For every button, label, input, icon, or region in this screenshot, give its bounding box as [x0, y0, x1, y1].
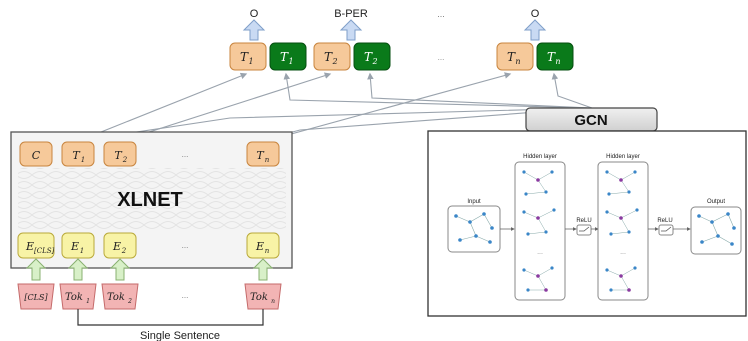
xlnet-bottom-token-n	[246, 232, 280, 259]
output-token-orange-2	[313, 42, 351, 71]
svg-text:Tok: Tok	[107, 292, 125, 303]
gcn-hidden2-dots: ...	[620, 249, 626, 256]
output-token-green-2-sub: 2	[371, 57, 377, 66]
gcn-hidden1-label: Hidden layer	[523, 154, 557, 160]
output-token-ellipsis: ...	[438, 53, 445, 62]
output-token-orange-1-sub: 1	[248, 57, 253, 66]
gcn-hidden2-box	[597, 161, 649, 301]
svg-text:n: n	[265, 247, 270, 255]
gcn-relu2-box	[658, 224, 674, 236]
xlnet-top-token-c	[19, 141, 53, 167]
svg-text:T: T	[114, 149, 123, 162]
svg-text:2: 2	[122, 156, 128, 164]
output-token-green-1-sub: 1	[288, 57, 293, 66]
svg-text:n: n	[271, 298, 275, 305]
output-token-orange-2-sub: 2	[331, 57, 337, 66]
gcn-panel: Input Hidden layer ...	[427, 130, 747, 317]
svg-text:E: E	[255, 240, 264, 253]
up-arrow-icon	[242, 19, 266, 41]
up-arrow-icon	[339, 19, 363, 41]
svg-text:[CLS]: [CLS]	[34, 247, 55, 255]
gcn-hidden1-dots: ...	[537, 249, 543, 256]
svg-text:1: 1	[80, 247, 84, 255]
gcn-label: GCN	[574, 112, 607, 129]
up-arrow-icon	[67, 258, 89, 281]
output-token-orange-1	[229, 42, 267, 71]
sentence-bracket: Single Sentence	[77, 309, 264, 341]
svg-text:n: n	[265, 156, 270, 164]
xlnet-top-token-2	[103, 141, 137, 167]
up-arrow-icon	[252, 258, 274, 281]
input-token-cls-label: [CLS]	[24, 293, 48, 302]
svg-text:Tok: Tok	[65, 292, 83, 303]
svg-text:1: 1	[81, 156, 85, 164]
xlnet-label: XLNET	[117, 189, 183, 211]
output-up-arrows	[242, 19, 547, 41]
svg-text:E: E	[70, 240, 79, 253]
output-token-row: T 1 T 1 T 2 T 2 ... T n T n	[229, 42, 574, 71]
svg-text:1: 1	[86, 298, 90, 305]
output-label-2: B-PER	[334, 8, 368, 20]
up-arrow-icon	[25, 258, 47, 281]
output-token-green-n-sub: n	[555, 57, 560, 66]
svg-text:T: T	[72, 149, 81, 162]
gcn-hidden1-box	[514, 161, 566, 301]
gcn-input-label: Input	[467, 199, 481, 205]
svg-text:T: T	[507, 50, 516, 64]
input-token-ellipsis: ...	[182, 291, 189, 300]
output-label-n: O	[531, 8, 540, 20]
gcn-relu1-label: ReLU	[576, 218, 591, 224]
svg-text:E: E	[112, 240, 121, 253]
svg-text:Tok: Tok	[250, 292, 268, 303]
svg-text:T: T	[324, 50, 333, 64]
output-label-ellipsis: ...	[437, 9, 445, 19]
input-up-arrows	[25, 258, 274, 281]
gcn-header: GCN	[525, 107, 658, 132]
input-token-2	[101, 283, 139, 310]
svg-text:2: 2	[121, 247, 127, 255]
xlnet-bottom-ellipsis: ...	[182, 241, 189, 250]
output-token-orange-n	[496, 42, 534, 71]
input-token-cls	[17, 283, 55, 310]
output-labels: O B-PER ... O	[250, 8, 540, 20]
xlnet-bottom-token-2	[103, 232, 137, 259]
input-token-1	[59, 283, 97, 310]
xlnet-top-token-c-label: C	[32, 149, 41, 162]
xlnet-bottom-token-1	[61, 232, 95, 259]
svg-text:T: T	[280, 50, 289, 64]
up-arrow-icon	[523, 19, 547, 41]
output-token-green-n	[536, 42, 574, 71]
svg-text:2: 2	[127, 298, 132, 305]
input-token-n	[244, 283, 282, 310]
output-token-green-1	[269, 42, 307, 71]
xlnet-top-token-1	[61, 141, 95, 167]
gcn-relu2-label: ReLU	[657, 218, 672, 224]
svg-text:T: T	[256, 149, 265, 162]
svg-text:T: T	[364, 50, 373, 64]
gcn-relu1-box	[576, 224, 592, 236]
gcn-hidden2-label: Hidden layer	[606, 154, 640, 160]
svg-text:E: E	[25, 240, 34, 253]
gcn-output-label: Output	[707, 199, 725, 205]
xlnet-top-token-n	[246, 141, 280, 167]
output-token-green-2	[353, 42, 391, 71]
gcn-output-box	[690, 206, 742, 255]
xlnet-bottom-token-cls	[17, 232, 55, 259]
output-label-1: O	[250, 8, 259, 20]
sentence-label: Single Sentence	[140, 330, 220, 341]
xlnet-top-ellipsis: ...	[182, 150, 189, 159]
svg-text:T: T	[547, 50, 556, 64]
output-token-orange-n-sub: n	[515, 57, 520, 66]
svg-text:T: T	[240, 50, 249, 64]
up-arrow-icon	[109, 258, 131, 281]
